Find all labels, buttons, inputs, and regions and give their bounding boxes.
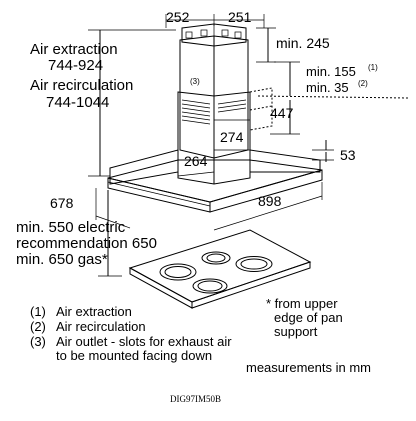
dim-264: 264 — [184, 153, 208, 169]
legend-text-4: to be mounted facing down — [56, 348, 212, 363]
legend-num-2: (2) — [30, 319, 46, 334]
dim-min-35: min. 35 — [306, 80, 349, 95]
footnote-line-3: support — [274, 324, 318, 339]
dim-447: 447 — [270, 105, 294, 121]
dim-min-245: min. 245 — [276, 35, 330, 51]
dim-251: 251 — [228, 9, 252, 25]
dim-min-35-ref: (2) — [358, 79, 368, 88]
dim-53: 53 — [340, 147, 356, 163]
outlet-slots — [181, 99, 247, 125]
legend-num-3: (3) — [30, 334, 46, 349]
air-recirculation-range: 744-1044 — [46, 94, 109, 111]
air-extraction-label: Air extraction — [30, 41, 118, 58]
dim-252: 252 — [166, 9, 190, 25]
legend-num-1: (1) — [30, 304, 46, 319]
legend-text-1: Air extraction — [56, 304, 132, 319]
legend: (1) Air extraction (2) Air recirculation… — [30, 304, 232, 363]
dimension-lines — [88, 14, 409, 277]
dim-min-155: min. 155 — [306, 64, 356, 79]
dim-678: 678 — [50, 195, 74, 211]
footnote-line-2: edge of pan — [274, 310, 343, 325]
chimney-lower — [177, 87, 273, 185]
legend-text-3: Air outlet - slots for exhaust air — [56, 334, 232, 349]
clearance-line-1: min. 550 electric — [16, 219, 126, 236]
footnote-line-1: * from upper — [266, 296, 338, 311]
model-code: DIG97IM50B — [170, 394, 221, 404]
dim-min-155-ref: (1) — [368, 63, 378, 72]
clearance-line-3: min. 650 gas* — [16, 251, 108, 268]
hood-canopy — [107, 149, 323, 213]
units-note: measurements in mm — [246, 360, 371, 375]
dim-274: 274 — [220, 129, 244, 145]
legend-text-2: Air recirculation — [56, 319, 146, 334]
air-extraction-range: 744-924 — [48, 57, 103, 74]
air-recirculation-label: Air recirculation — [30, 77, 133, 94]
outlet-ref: (3) — [190, 77, 200, 86]
dim-898: 898 — [258, 193, 282, 209]
clearance-line-2: recommendation 650 — [16, 235, 157, 252]
cooktop — [128, 229, 312, 309]
